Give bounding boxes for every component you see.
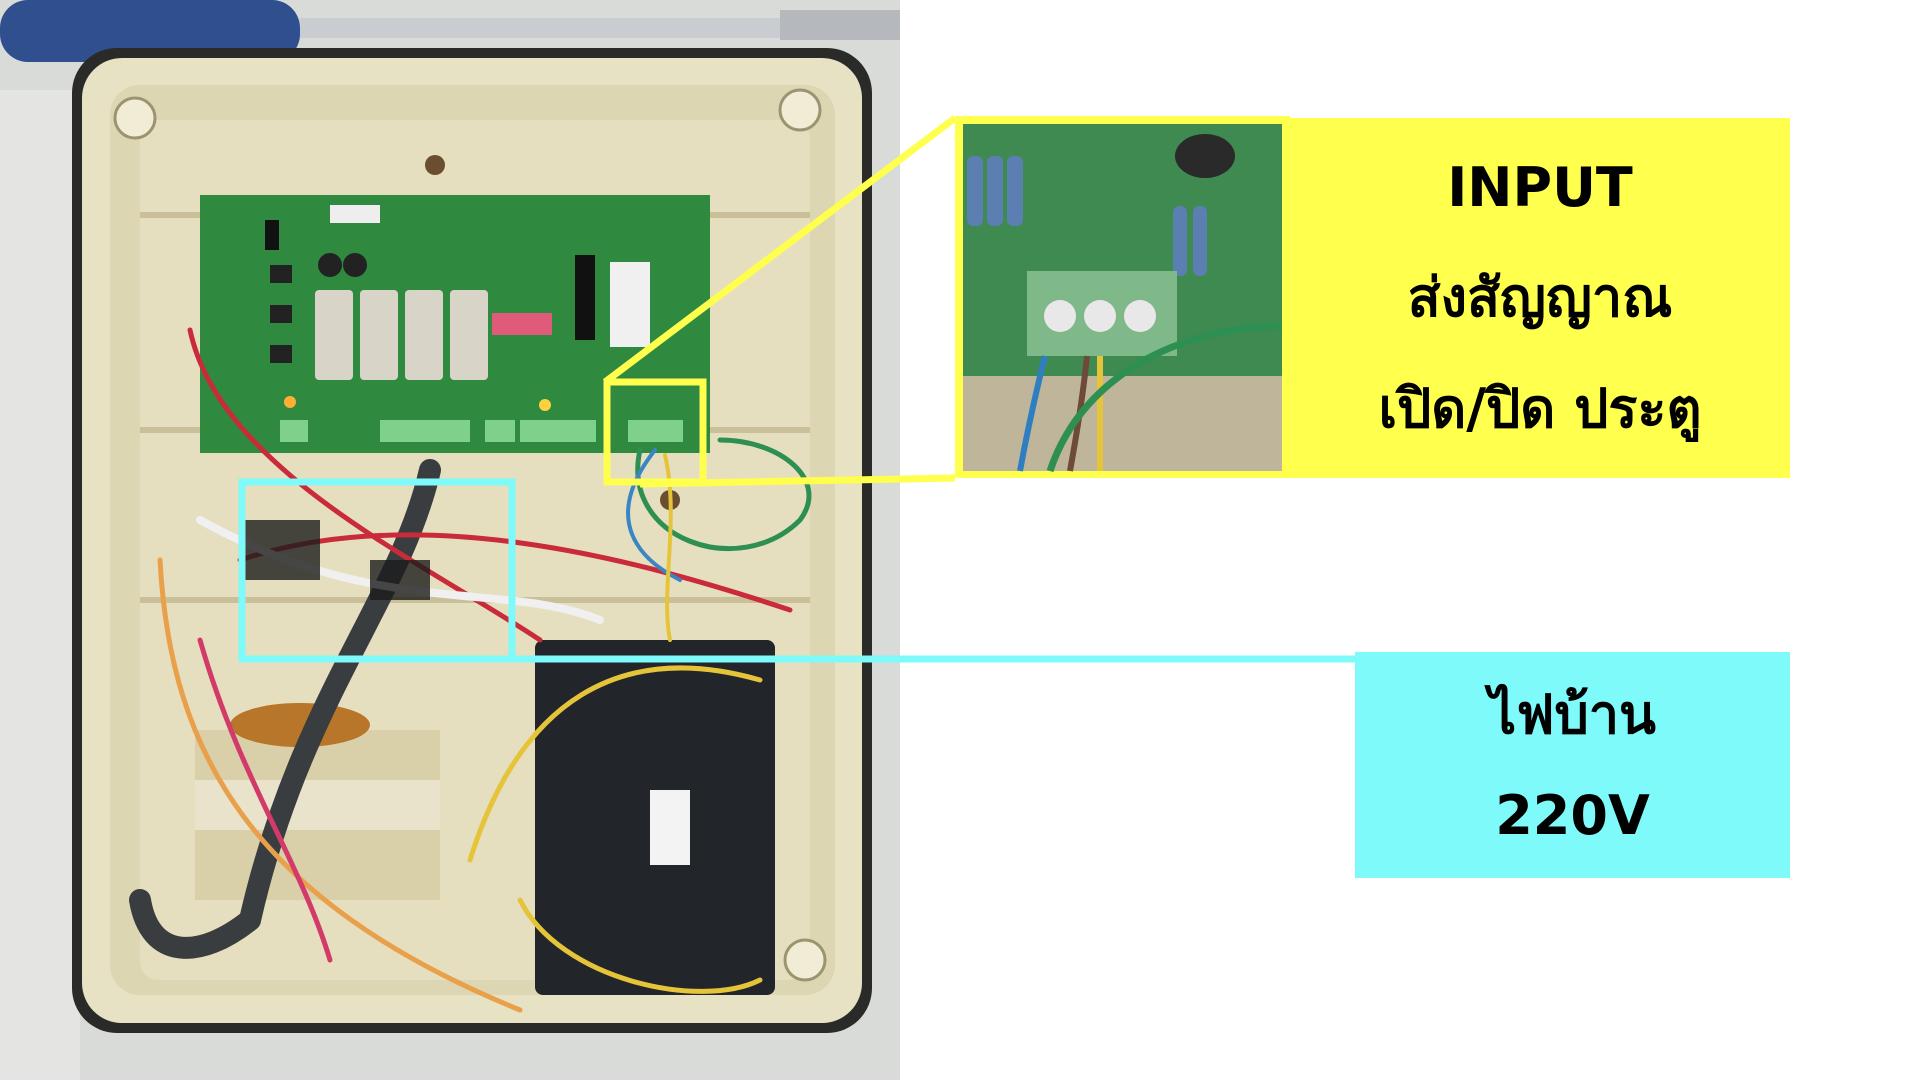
power-callout-line1: ไฟบ้าน [1489,682,1656,746]
terminal-block-closeup [963,124,1283,473]
controller-box-photo [0,0,900,1080]
terminal-zoom-inset [955,116,1290,478]
power-callout-line2: 220V [1495,783,1650,847]
input-callout-line2: ส่งสัญญาณ [1407,266,1673,330]
pcb-board [200,195,710,453]
input-callout-line3: เปิด/ปิด ประตู [1378,376,1702,440]
input-signal-callout: INPUT ส่งสัญญาณ เปิด/ปิด ประตู [1290,118,1790,478]
screwdriver-icon [0,0,900,62]
input-callout-title: INPUT [1447,155,1633,219]
mains-power-callout: ไฟบ้าน 220V [1355,652,1790,878]
